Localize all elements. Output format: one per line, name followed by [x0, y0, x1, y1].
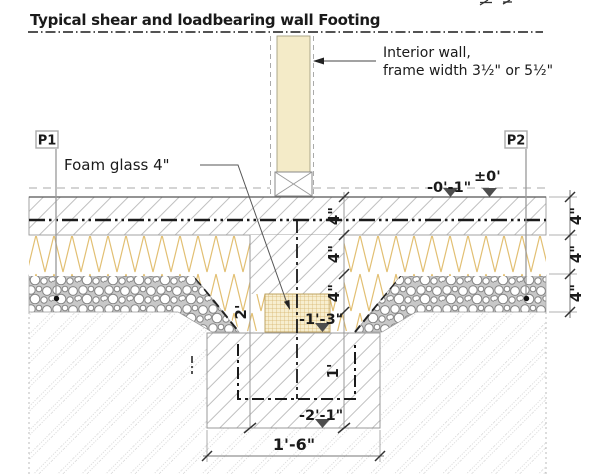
frost-depth-line [237, 344, 356, 400]
tick-footing-bottom-right [337, 422, 351, 434]
dim-gravel-right: 4" [567, 284, 585, 302]
interior-wall [276, 35, 311, 173]
insulation-layer-left [29, 236, 265, 331]
elevation-triangle-foam-bottom [315, 323, 330, 332]
tick-footing-bottom-left [243, 422, 257, 434]
p1-box [35, 130, 59, 149]
insulation-layer-right [330, 236, 546, 331]
drawing-title: Typical shear and loadbearing wall Footi… [30, 11, 380, 29]
p2-point [523, 295, 530, 302]
clipped-top-ticks [479, 0, 512, 6]
interior-wall-arrowhead [313, 57, 324, 65]
dim-footing-depth: 1' [324, 363, 342, 378]
dim-insulation-right: 4" [567, 245, 585, 263]
sill-plate-x2 [274, 171, 313, 197]
p2-label: P2 [507, 134, 526, 149]
elevation-triangle-footing-bottom [315, 419, 330, 428]
dim-insulation-inner: 4" [325, 245, 343, 263]
tick-bottom-right [374, 450, 386, 462]
dim-slab-right: 4" [567, 207, 585, 225]
dim-ticks-inner [338, 191, 350, 318]
elevation-slab-top: -0'-1" [427, 180, 471, 196]
dim-gravel-slope: 2' [232, 304, 250, 319]
elevation-triangle-slab-top [443, 188, 458, 197]
dim-foam-inner: 4" [325, 284, 343, 302]
foam-glass-arrowhead [284, 299, 290, 310]
elevation-foam-bottom: -1'-3" [299, 312, 343, 328]
footing-block [206, 332, 381, 429]
tick-bottom-left [201, 450, 213, 462]
elevation-finish-floor: ±0' [474, 169, 501, 185]
interior-wall-label-2: frame width 3½" or 5½" [383, 63, 553, 79]
concrete-slab [28, 196, 547, 236]
interior-wall-label-1: Interior wall, [383, 45, 471, 61]
elevation-triangle-finish-floor [482, 188, 497, 197]
dim-ticks-right [564, 191, 576, 318]
dim-footing-width: 1'-6" [273, 435, 315, 454]
foam-glass-leader [200, 164, 289, 307]
gravel-top-edge-left [29, 274, 240, 333]
foam-glass-label: Foam glass 4" [64, 156, 170, 174]
p1-label: P1 [38, 134, 57, 149]
p1-point [53, 295, 60, 302]
dim-slab-inner: 4" [325, 207, 343, 225]
p2-box [504, 130, 528, 149]
elevation-footing-bottom: -2'-1" [299, 408, 343, 424]
